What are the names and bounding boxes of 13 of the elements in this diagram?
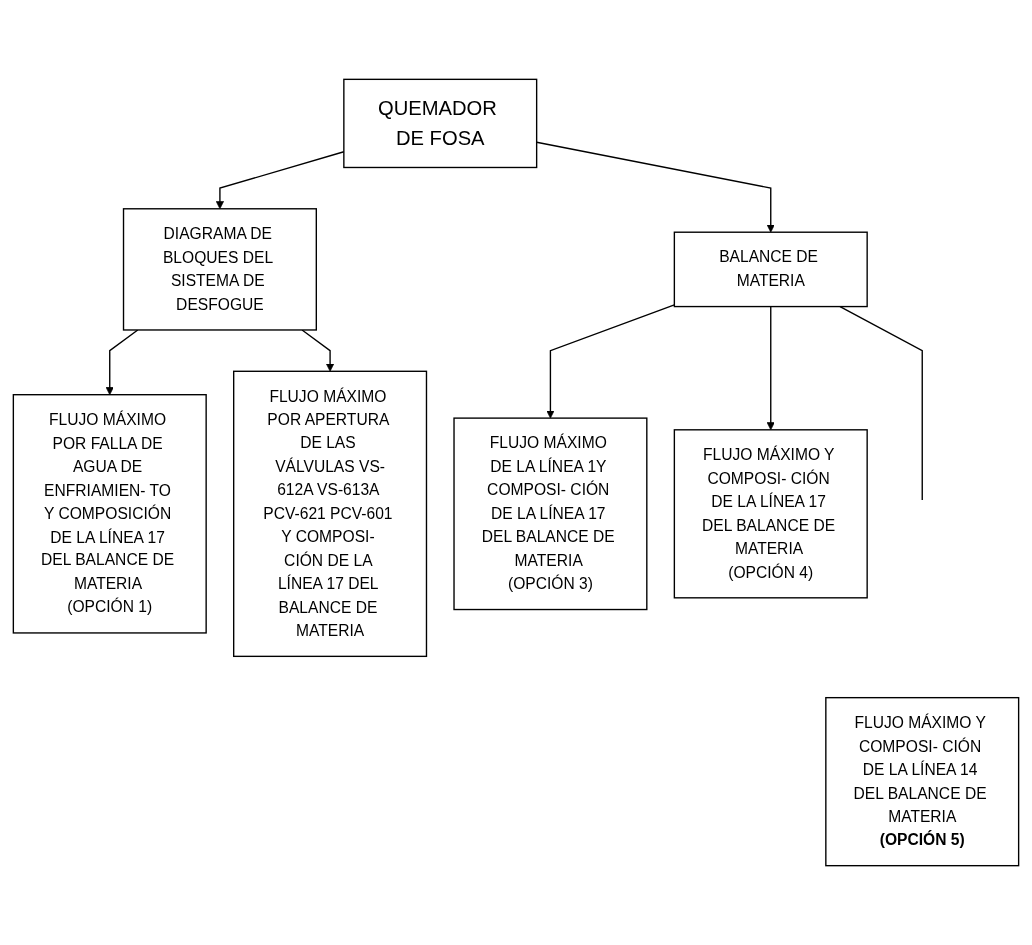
connector [839, 305, 923, 501]
node-box: FLUJO MÁXIMO POR FALLA DE AGUA DE ENFRIAMIEN- TO Y COMPOSICIÓN DE LA LÍNEA 17 DEL BALANCE DE MATERIA (OPCIÓN 1) [12, 394, 207, 634]
node-box: QUEMADOR DE FOSA [343, 78, 538, 169]
node-box: FLUJO MÁXIMO POR APERTURA DE LAS VÁLVULAS VS-612A VS-613A PCV-621 PCV-601 Y COMPOSI- CIÓN DE LA LÍNEA 17 DEL BALANCE DE MATERIA [233, 370, 428, 658]
arrow [105, 329, 139, 396]
node-box: BALANCE DE MATERIA [673, 231, 868, 308]
node-box: FLUJO MÁXIMO Y COMPOSI- CIÓN DE LA LÍNEA 17 DEL BALANCE DE MATERIA (OPCIÓN 4) [673, 429, 868, 599]
arrow [766, 305, 775, 431]
node-box: FLUJO MÁXIMO Y COMPOSI- CIÓN DE LA LÍNEA 14 DEL BALANCE DE MATERIA (OPCIÓN 5) [825, 696, 1020, 867]
node-box: DIAGRAMA DE BLOQUES DEL SISTEMA DE DESFOGUE [122, 208, 317, 331]
node-box: FLUJO MÁXIMO DE LA LÍNEA 1Y COMPOSI- CIÓN DE LA LÍNEA 17 DEL BALANCE DE MATERIA (OPCIÓN 3) [453, 417, 648, 611]
arrow [546, 304, 676, 419]
arrow [301, 329, 335, 372]
